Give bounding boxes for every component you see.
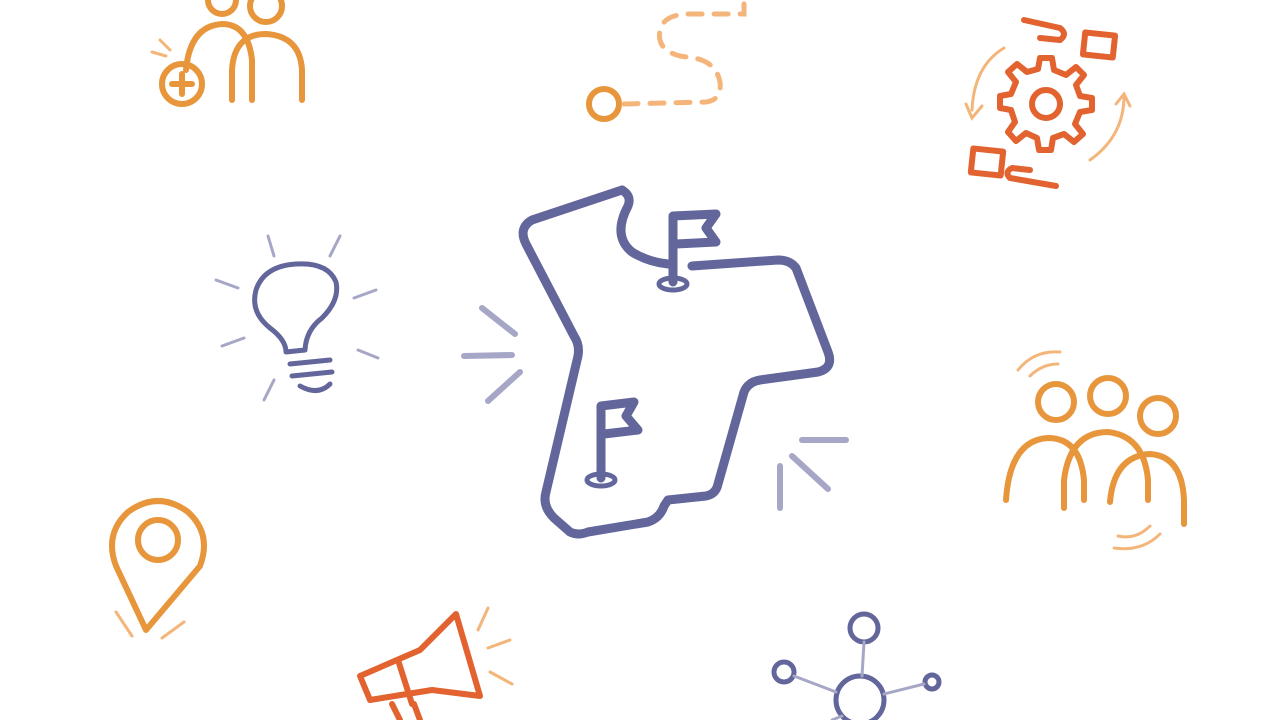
network-icon bbox=[771, 611, 942, 720]
team-people-icon bbox=[1003, 350, 1187, 551]
location-pin-icon bbox=[109, 498, 207, 640]
add-people-icon bbox=[150, 0, 305, 107]
lightbulb-icon bbox=[214, 234, 380, 402]
map-with-flags-icon bbox=[461, 185, 849, 539]
route-path-icon bbox=[586, 0, 747, 122]
gear-hands-icon bbox=[964, 17, 1132, 189]
megaphone-icon bbox=[357, 606, 514, 720]
